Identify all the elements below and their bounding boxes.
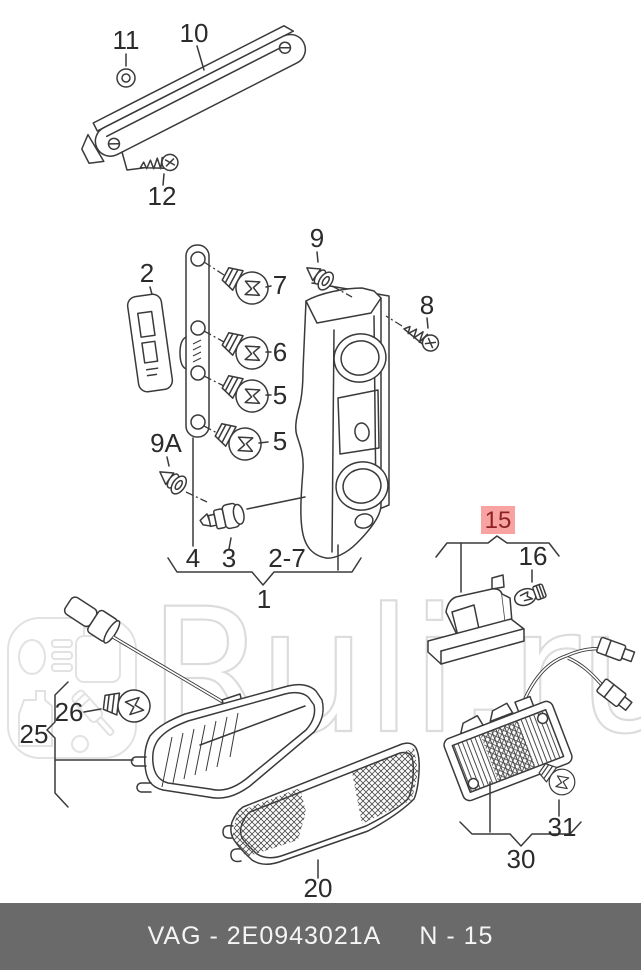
- part-label-15-highlight[interactable]: 15: [481, 506, 515, 534]
- part-label-26[interactable]: 26: [55, 697, 84, 727]
- part-5b-bulb-drawing: [203, 415, 269, 467]
- part-4-bulb-carrier-drawing: [179, 244, 210, 438]
- footer-bar: VAG - 2E0943021A N - 15: [0, 903, 641, 970]
- footer-page-ref: N - 15: [419, 922, 494, 950]
- part-label-31[interactable]: 31: [548, 812, 577, 842]
- part-3-bulb-socket-drawing: [199, 496, 306, 550]
- watermark-logo: [7, 617, 137, 759]
- part-30-lamp-group: [443, 636, 636, 847]
- part-31-bulb-drawing: [534, 757, 581, 817]
- part-label-11[interactable]: 11: [113, 25, 140, 55]
- part-12-screw-drawing: [121, 151, 180, 186]
- part-labels: 11 10 12 2 9 7 8 6 5 5 9A 4 3 2-7 1 15 1…: [20, 18, 577, 903]
- part-label-30[interactable]: 30: [507, 844, 536, 874]
- part-7-bulb-drawing: [203, 259, 275, 311]
- part-11-washer-drawing: [116, 68, 136, 88]
- part-label-7[interactable]: 7: [273, 270, 287, 300]
- wire-connector-b: [596, 678, 633, 712]
- part-label-9[interactable]: 9: [310, 223, 324, 253]
- part-label-8[interactable]: 8: [420, 290, 434, 320]
- turn-signal-housing-drawing: [130, 683, 324, 799]
- part-label-9a[interactable]: 9A: [150, 428, 182, 458]
- part-label-16[interactable]: 16: [519, 541, 548, 571]
- part-2-seal-drawing: [126, 286, 174, 393]
- part-label-6[interactable]: 6: [273, 337, 287, 367]
- part-15-license-lamp-drawing: [427, 574, 525, 665]
- part-10-brake-lamp-drawing: [81, 25, 307, 165]
- part-15-license-lamp-group: [427, 535, 560, 665]
- part-label-15: 15: [485, 507, 512, 534]
- part-label-20[interactable]: 20: [304, 873, 333, 903]
- group-bracket-1: [167, 437, 362, 586]
- part-label-5a[interactable]: 5: [273, 380, 287, 410]
- lamp-30-body: [443, 695, 573, 802]
- part-6-bulb-drawing: [203, 324, 275, 376]
- part-label-5b[interactable]: 5: [273, 426, 287, 456]
- part-label-25[interactable]: 25: [20, 719, 49, 749]
- leader-10: [196, 45, 205, 71]
- part-label-12[interactable]: 12: [148, 181, 177, 211]
- part-25-turn-signal-group: [46, 596, 324, 808]
- part-16-bulb-drawing: [511, 569, 548, 610]
- part-label-1[interactable]: 1: [257, 584, 271, 614]
- part-label-10[interactable]: 10: [180, 18, 209, 48]
- part-9a-clip-drawing: [153, 456, 208, 503]
- part-8-screw-drawing: [385, 315, 443, 355]
- footer-part-code: VAG - 2E0943021A: [147, 922, 382, 950]
- part-label-3[interactable]: 3: [222, 543, 236, 573]
- part-label-2[interactable]: 2: [140, 258, 154, 288]
- part-1-tail-light-housing-drawing: [295, 282, 390, 559]
- part-26-bulb-drawing: [83, 685, 153, 725]
- wire-connector-a: [596, 636, 636, 663]
- part-5a-bulb-drawing: [203, 367, 275, 419]
- part-label-4[interactable]: 4: [186, 543, 200, 573]
- part-label-2-7[interactable]: 2-7: [268, 543, 306, 573]
- part-9-clip-drawing: [300, 251, 353, 298]
